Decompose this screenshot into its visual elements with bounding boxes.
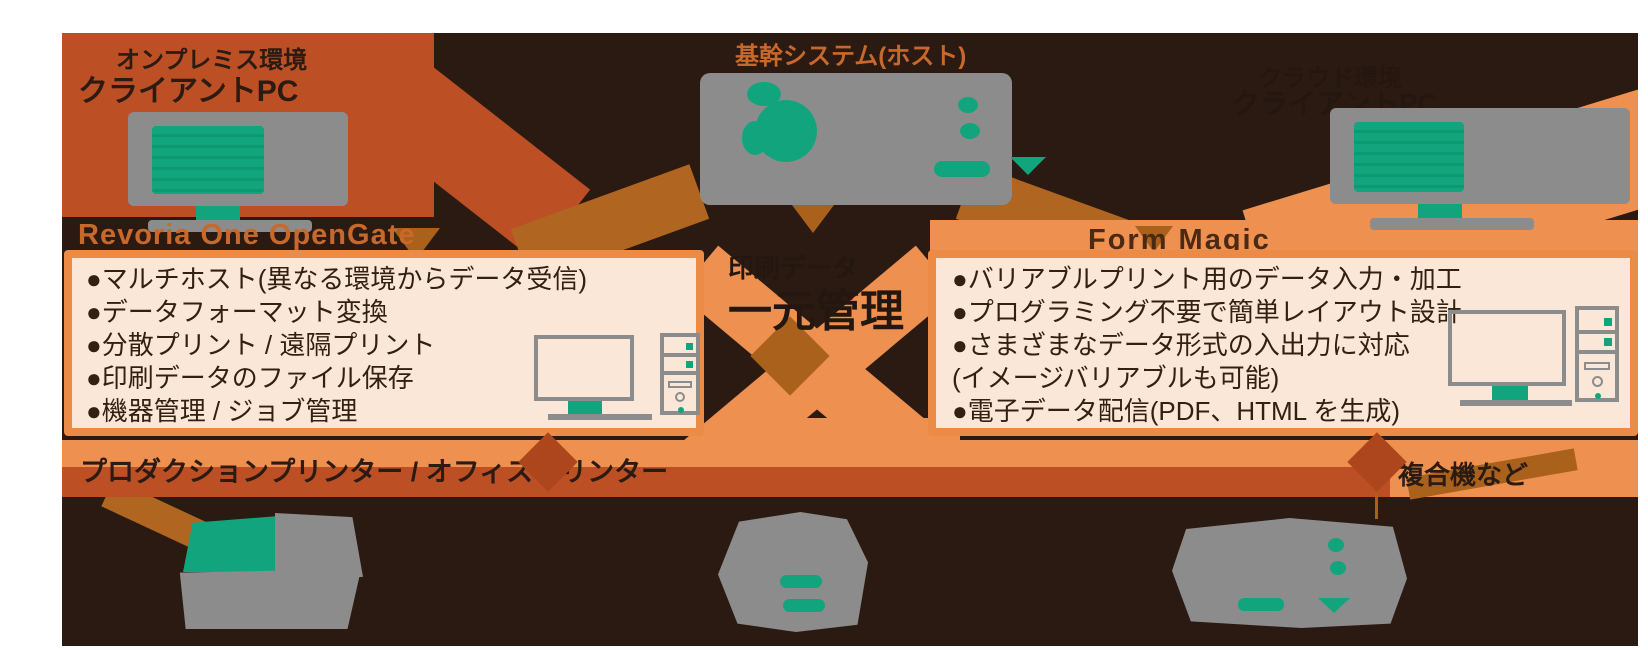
desktop-monitor-base [548, 414, 652, 420]
monitor-screen-content [152, 126, 264, 194]
opengate-title: Revoria One OpenGate [78, 219, 416, 251]
arrowhead-into-formmagic [1135, 226, 1173, 252]
tower-dot [1595, 393, 1601, 399]
tower-led [686, 361, 693, 368]
connector-line [1375, 493, 1378, 519]
printer-led-dot [1330, 561, 1346, 575]
host-node-label: 基幹システム(ホスト) [735, 43, 967, 70]
top-left-node-line2: クライアントPC [78, 75, 299, 108]
production-printer-body [179, 569, 362, 629]
tower-led [1604, 338, 1612, 346]
printer-output-bar [1238, 598, 1284, 611]
monitor-stand [1418, 204, 1462, 218]
desktop-tower-icon [1575, 306, 1619, 402]
tower-led [686, 343, 693, 350]
top-left-node-line1: オンプレミス環境 [116, 47, 308, 74]
monitor-screen-content [1354, 122, 1464, 192]
center-link-line1: 印刷データ [728, 253, 859, 283]
printer-led-dot [1328, 538, 1344, 552]
desktop-tower-icon [660, 333, 700, 415]
opengate-feature: ●データフォーマット変換 [86, 297, 388, 327]
tower-dial [1592, 376, 1603, 387]
formmagic-feature: ●電子データ配信(PDF、HTML を生成) [952, 396, 1401, 426]
desktop-monitor-base [1460, 400, 1572, 406]
tower-dot [678, 407, 684, 413]
formmagic-feature: ●プログラミング不要で簡単レイアウト設計 [952, 297, 1462, 327]
formmagic-feature: (イメージバリアブルも可能) [952, 363, 1280, 393]
diagram-canvas: オンプレミス環境 クライアントPC 基幹システム(ホスト) クラウド環境 クライ… [62, 33, 1638, 646]
center-link-line2: 一元管理 [728, 287, 904, 336]
formmagic-feature: ●バリアブルプリント用のデータ入力・加工 [952, 264, 1462, 294]
output-band-dark-strip [62, 467, 1390, 497]
tower-led [1604, 318, 1612, 326]
desktop-monitor-icon [1448, 310, 1566, 386]
monitor-stand [196, 206, 240, 220]
indicator-blob-2 [742, 121, 768, 155]
host-mainframe-icon [700, 73, 1046, 205]
opengate-feature: ●印刷データのファイル保存 [86, 363, 414, 393]
monitor-base [148, 220, 312, 232]
printer-tray [780, 575, 822, 588]
opengate-feature: ●機器管理 / ジョブ管理 [86, 396, 358, 426]
printer-tray [783, 599, 825, 612]
top-right-node-line1: クラウド環境 [1258, 65, 1402, 92]
tower-slot [668, 381, 692, 388]
arrowhead-below-host [792, 205, 834, 233]
tray-wedge [1010, 157, 1046, 175]
formmagic-feature: ●さまざまなデータ形式の入出力に対応 [952, 330, 1410, 360]
opengate-box-fill: ●マルチホスト(異なる環境からデータ受信) ●データフォーマット変換 ●分散プリ… [72, 258, 696, 428]
monitor-base [1370, 218, 1534, 230]
output-band-left-label: プロダクションプリンター / オフィスプリンター [80, 457, 669, 487]
desktop-monitor-icon [534, 335, 634, 401]
production-printer-icon [183, 516, 279, 572]
office-printer-icon [718, 512, 868, 632]
indicator-dot-2 [960, 123, 980, 139]
opengate-feature: ●分散プリント / 遠隔プリント [86, 330, 436, 360]
opengate-feature: ●マルチホスト(異なる環境からデータ受信) [86, 264, 588, 294]
tower-dial [675, 392, 685, 402]
multifunction-printer-icon [1172, 518, 1407, 628]
output-band-right-label: 複合機など [1398, 460, 1529, 490]
desktop-monitor-stand [568, 401, 602, 414]
desktop-monitor-stand [1492, 386, 1528, 400]
tower-slot [1584, 362, 1610, 370]
tray-bar [934, 161, 990, 177]
indicator-blob-1 [747, 82, 781, 106]
indicator-dot-1 [958, 97, 978, 113]
